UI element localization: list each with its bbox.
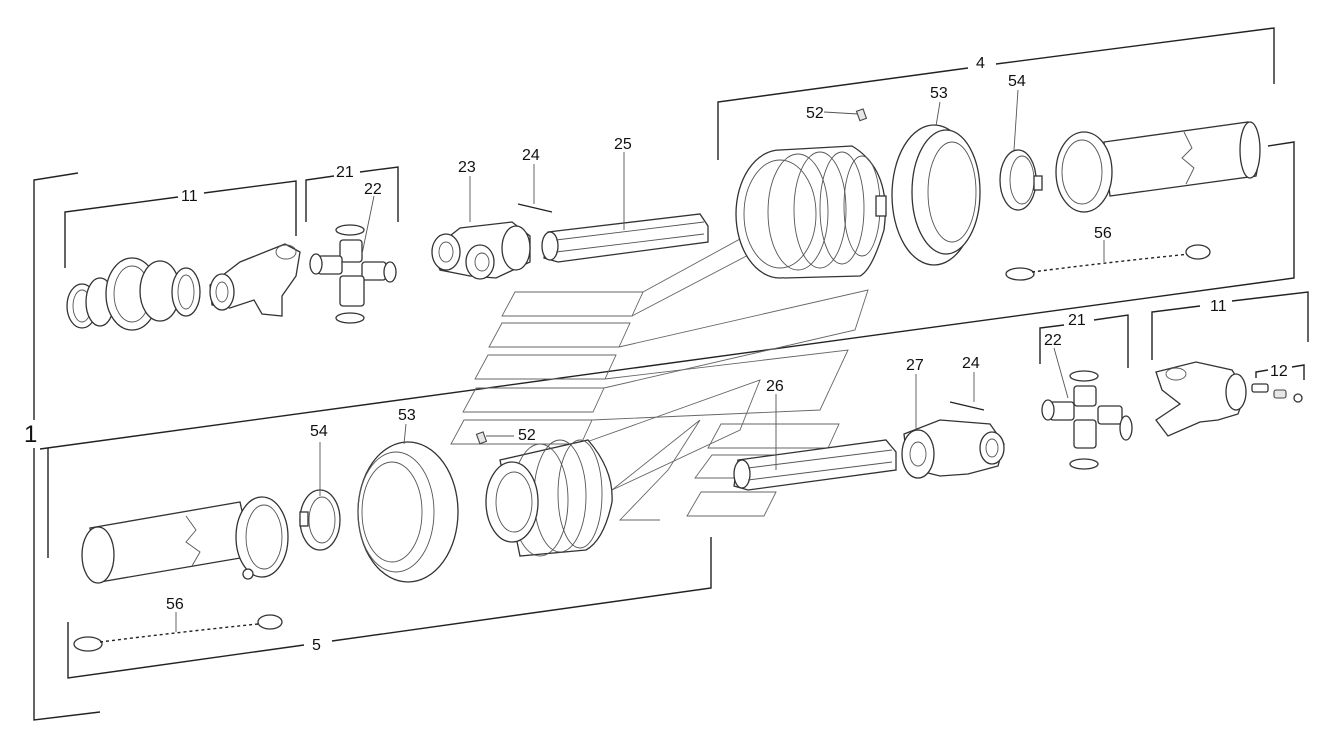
bracket-group-21-left — [305, 175, 335, 222]
callout-23: 23 — [458, 159, 476, 176]
bracket-assembly-1 — [33, 172, 101, 721]
cross-journal-21-right — [1041, 370, 1133, 470]
bearing-ring-54-lower — [299, 489, 341, 551]
bracket-group-21-right-b — [1093, 314, 1129, 368]
cross-journal-21-left — [309, 224, 397, 324]
safety-chain-56-upper — [1005, 244, 1211, 281]
bracket-group-21-left-b — [359, 166, 399, 222]
bearing-ring-54-upper — [999, 149, 1043, 211]
cover-ring-53-upper — [891, 124, 981, 266]
callout-52-upper: 52 — [806, 105, 824, 122]
inner-profile-tube-26 — [733, 439, 897, 491]
callout-22-right: 22 — [1044, 332, 1062, 349]
callout-56-upper: 56 — [1094, 225, 1112, 242]
outer-guard-tube-upper — [1055, 121, 1261, 213]
callout-11-left: 11 — [181, 188, 198, 205]
bracket-group-4 — [39, 27, 1295, 450]
bracket-group-11-right-b — [1231, 291, 1309, 342]
leader-lines — [175, 89, 1105, 632]
callout-24-upper: 24 — [522, 147, 540, 164]
screw-52-lower — [475, 431, 488, 445]
screw-52-upper — [855, 108, 868, 122]
protective-cone-bellows-upper — [735, 145, 887, 279]
callout-1: 1 — [24, 421, 37, 448]
callout-26: 26 — [766, 378, 784, 395]
callout-5: 5 — [312, 637, 321, 654]
callout-54-lower: 54 — [310, 423, 328, 440]
callout-12: 12 — [1270, 363, 1288, 380]
callout-21-left: 21 — [336, 164, 354, 181]
callout-labels: 1 4 5 11 11 12 21 21 22 22 23 24 24 25 2… — [24, 55, 1288, 654]
callout-54-upper: 54 — [1008, 73, 1026, 90]
bracket-group-12-b — [1291, 364, 1305, 380]
yoke-part-11-left — [209, 243, 301, 317]
bracket-group-11-left — [64, 196, 179, 268]
callout-25: 25 — [614, 136, 632, 153]
bracket-group-21-right — [1039, 324, 1065, 364]
callout-4: 4 — [976, 55, 985, 72]
callout-27: 27 — [906, 357, 924, 374]
yoke-part-11-right — [1155, 361, 1247, 437]
callout-21-right: 21 — [1068, 312, 1086, 329]
bracket-group-11-left-b — [203, 180, 297, 236]
inner-profile-tube-25 — [541, 213, 709, 263]
callout-52-lower: 52 — [518, 427, 536, 444]
spring-pin-24-upper — [517, 203, 553, 213]
yoke-part-23 — [431, 221, 531, 280]
callout-56-lower: 56 — [166, 596, 184, 613]
grease-nipple-12 — [1251, 383, 1303, 403]
cover-ring-53-lower — [357, 441, 459, 583]
callout-11-right: 11 — [1210, 298, 1227, 315]
bracket-group-11-right — [1151, 305, 1201, 360]
callout-53-upper: 53 — [930, 85, 948, 102]
bracket-group-12 — [1255, 369, 1269, 378]
spring-pin-24-lower — [949, 401, 985, 411]
callout-24-lower: 24 — [962, 355, 980, 372]
callout-22-left: 22 — [364, 181, 382, 198]
protective-cone-bellows-lower — [485, 439, 613, 557]
safety-chain-56-lower — [73, 614, 283, 652]
seal-ring-set-left — [66, 257, 201, 331]
alignment-guides — [450, 167, 881, 521]
outer-guard-tube-lower — [81, 496, 289, 584]
callout-53-lower: 53 — [398, 407, 416, 424]
yoke-part-27 — [901, 419, 1005, 479]
bracket-group-5 — [47, 448, 712, 679]
